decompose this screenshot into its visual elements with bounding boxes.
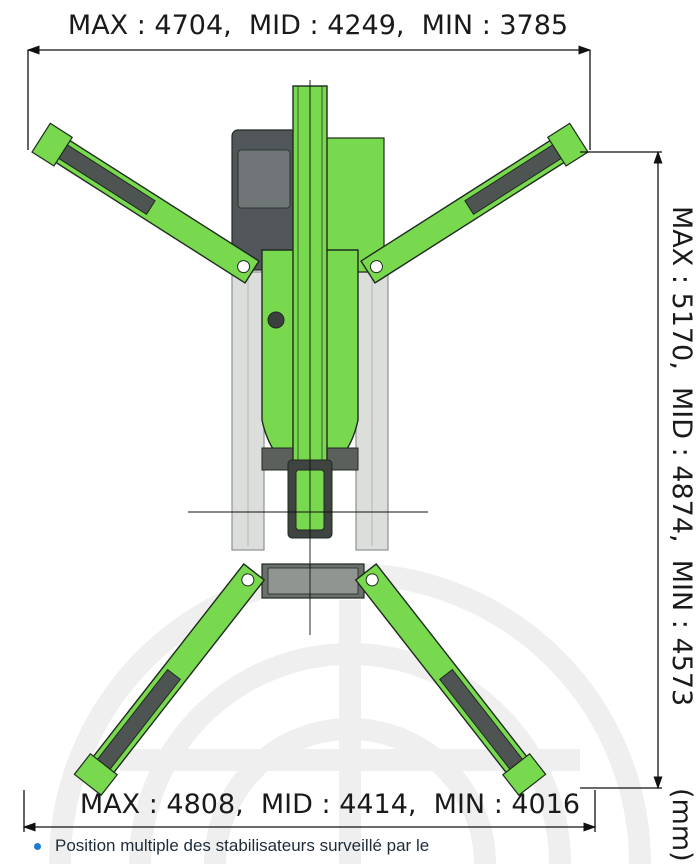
note-bullet-item: Position multiple des stabilisateurs sur… <box>34 836 429 856</box>
bullet-icon <box>34 843 41 851</box>
outrigger-front-left <box>31 122 260 284</box>
dimension-label-bottom: MAX : 4808, MID : 4414, MIN : 4016 <box>80 789 580 820</box>
outrigger-rear-right <box>354 563 547 797</box>
dimension-label-right: MAX : 5170, MID : 4874, MIN : 4573 <box>666 206 697 706</box>
note-text: Position multiple des stabilisateurs sur… <box>55 836 430 855</box>
slew-ring <box>267 311 285 329</box>
dimension-label-top: MAX : 4704, MID : 4249, MIN : 3785 <box>68 10 568 41</box>
dimension-unit: (mm) <box>666 788 697 862</box>
outrigger-rear-left <box>73 563 266 797</box>
outrigger-front-right <box>360 122 589 284</box>
